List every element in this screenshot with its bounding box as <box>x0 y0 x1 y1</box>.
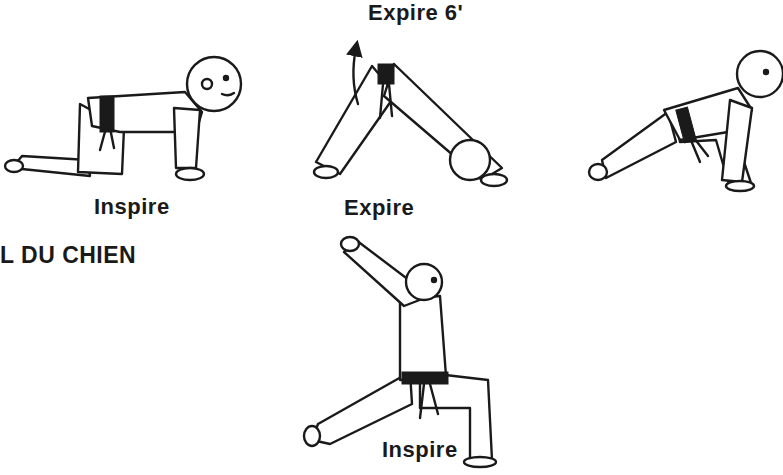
child-on-all-fours <box>5 57 241 180</box>
title: L DU CHIEN <box>0 242 136 269</box>
child-lunge-hands-down <box>589 51 783 191</box>
child-downward-dog <box>314 48 507 186</box>
pose-label: Expire 6' <box>368 0 463 26</box>
child-high-lunge <box>304 237 496 467</box>
pose-label: Expire <box>344 195 414 221</box>
pose-label: Inspire <box>94 194 170 220</box>
pose-label: Inspire <box>382 437 458 463</box>
